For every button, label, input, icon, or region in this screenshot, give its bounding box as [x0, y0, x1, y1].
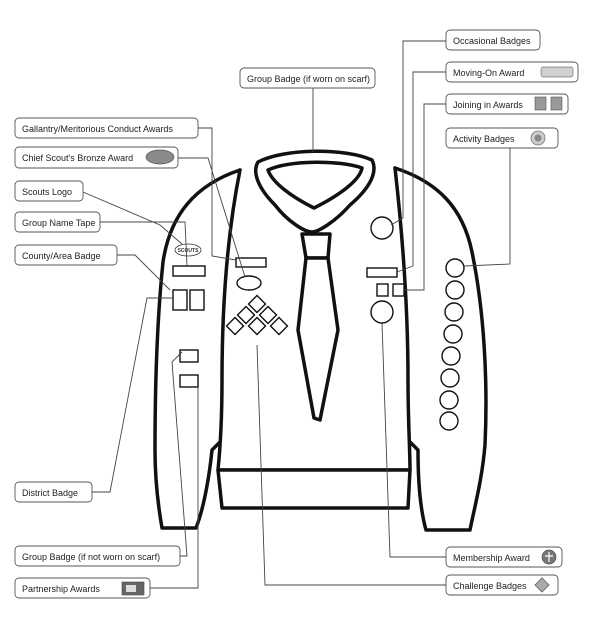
- challenge-diamond: [247, 316, 267, 336]
- scouts-logo-icon: SCOUTS: [174, 243, 202, 257]
- label-moving-on-award: Moving-On Award: [445, 61, 579, 83]
- gallantry-award-box: [235, 257, 267, 268]
- label-group-name-tape: Group Name Tape: [14, 211, 101, 233]
- activity-badge-circle: [441, 346, 461, 366]
- occasional-badge-circle: [370, 216, 394, 240]
- scouts-logo-text: SCOUTS: [178, 248, 200, 254]
- collar-inner: [266, 160, 364, 210]
- activity-badge-circle: [440, 368, 460, 388]
- shirt-waistband: [216, 468, 412, 510]
- label-district-badge: District Badge: [14, 481, 93, 503]
- label-group-badge-scarf: Group Badge (if worn on scarf): [239, 67, 376, 89]
- county-badge-box-2: [189, 289, 205, 311]
- group-name-tape-box: [172, 265, 206, 277]
- leader-challenge: [256, 344, 446, 586]
- challenge-badge-icon: [534, 577, 550, 593]
- leader-group-name-tape: [90, 221, 188, 267]
- challenge-diamond: [269, 316, 289, 336]
- joining-in-award-box-1: [376, 283, 389, 297]
- district-badge-box: [179, 349, 199, 363]
- label-text: Challenge Badges: [453, 581, 527, 591]
- activity-badge-circle: [445, 258, 465, 278]
- leader-group-badge-no-scarf: [171, 351, 188, 557]
- label-text: Occasional Badges: [453, 36, 531, 46]
- label-text: Chief Scout's Bronze Award: [22, 153, 133, 163]
- label-text: Partnership Awards: [22, 584, 100, 594]
- label-partnership-awards: Partnership Awards: [14, 577, 151, 599]
- label-chief-scout-bronze: Chief Scout's Bronze Award: [14, 146, 179, 169]
- label-text: Group Name Tape: [22, 218, 95, 228]
- label-membership-award: Membership Award: [445, 546, 563, 568]
- moving-on-award-icon: [540, 66, 574, 78]
- challenge-badge-grid: [225, 294, 289, 336]
- leader-partnership: [150, 387, 199, 589]
- leader-joining-in: [404, 103, 446, 291]
- badge-positions: [172, 216, 465, 431]
- leader-membership: [381, 322, 446, 558]
- label-challenge-badges: Challenge Badges: [445, 574, 559, 596]
- label-activity-badges: Activity Badges: [445, 127, 559, 149]
- chief-scout-bronze-award-icon: [145, 149, 175, 165]
- label-county-area-badge: County/Area Badge: [14, 244, 118, 266]
- label-occasional-badges: Occasional Badges: [445, 29, 541, 51]
- leader-activity: [463, 148, 511, 267]
- group-badge-box: [179, 374, 199, 388]
- callout-labels: Occasional Badges Moving-On Award Joinin…: [14, 29, 579, 599]
- activity-badge-circle: [444, 302, 464, 322]
- scout-shirt: [153, 149, 488, 532]
- leader-moving-on: [396, 71, 446, 273]
- activity-badge-circle: [439, 390, 459, 410]
- label-gallantry-awards: Gallantry/Meritorious Conduct Awards: [14, 117, 199, 139]
- scarf-tail: [296, 256, 340, 422]
- label-text: County/Area Badge: [22, 251, 101, 261]
- label-text: District Badge: [22, 488, 78, 498]
- leader-lines: [82, 40, 511, 589]
- scarf-knot: [300, 232, 332, 260]
- leader-county: [117, 254, 171, 291]
- activity-badge-column: [439, 258, 465, 431]
- leader-occasional: [390, 40, 446, 226]
- activity-badge-circle: [443, 324, 463, 344]
- leader-scouts-logo: [82, 191, 183, 245]
- label-text: Moving-On Award: [453, 68, 524, 78]
- label-text: Activity Badges: [453, 134, 515, 144]
- leader-chief-scout: [178, 157, 246, 278]
- label-text: Group Badge (if not worn on scarf): [22, 552, 160, 562]
- leader-gallantry: [198, 127, 237, 261]
- label-text: Scouts Logo: [22, 187, 72, 197]
- joining-in-award-icon: [550, 96, 563, 111]
- membership-award-circle: [370, 300, 394, 324]
- label-scouts-logo: Scouts Logo: [14, 180, 84, 202]
- label-text: Membership Award: [453, 553, 530, 563]
- challenge-diamond: [247, 294, 267, 314]
- joining-in-award-icon: [534, 96, 547, 111]
- county-badge-box-1: [172, 289, 188, 311]
- chief-scout-bronze-badge: [236, 275, 262, 291]
- label-group-badge-no-scarf: Group Badge (if not worn on scarf): [14, 545, 181, 567]
- label-joining-in-awards: Joining in Awards: [445, 93, 569, 115]
- right-sleeve: [393, 166, 488, 532]
- activity-badge-circle: [439, 411, 459, 431]
- leader-district: [92, 297, 173, 493]
- challenge-diamond: [258, 305, 278, 325]
- activity-badge-circle: [445, 280, 465, 300]
- challenge-diamond: [225, 316, 245, 336]
- label-text: Group Badge (if worn on scarf): [247, 74, 370, 84]
- label-text: Gallantry/Meritorious Conduct Awards: [22, 124, 173, 134]
- joining-in-award-box-2: [392, 283, 405, 297]
- label-text: Joining in Awards: [453, 100, 523, 110]
- moving-on-award-box: [366, 267, 398, 278]
- challenge-diamond: [236, 305, 256, 325]
